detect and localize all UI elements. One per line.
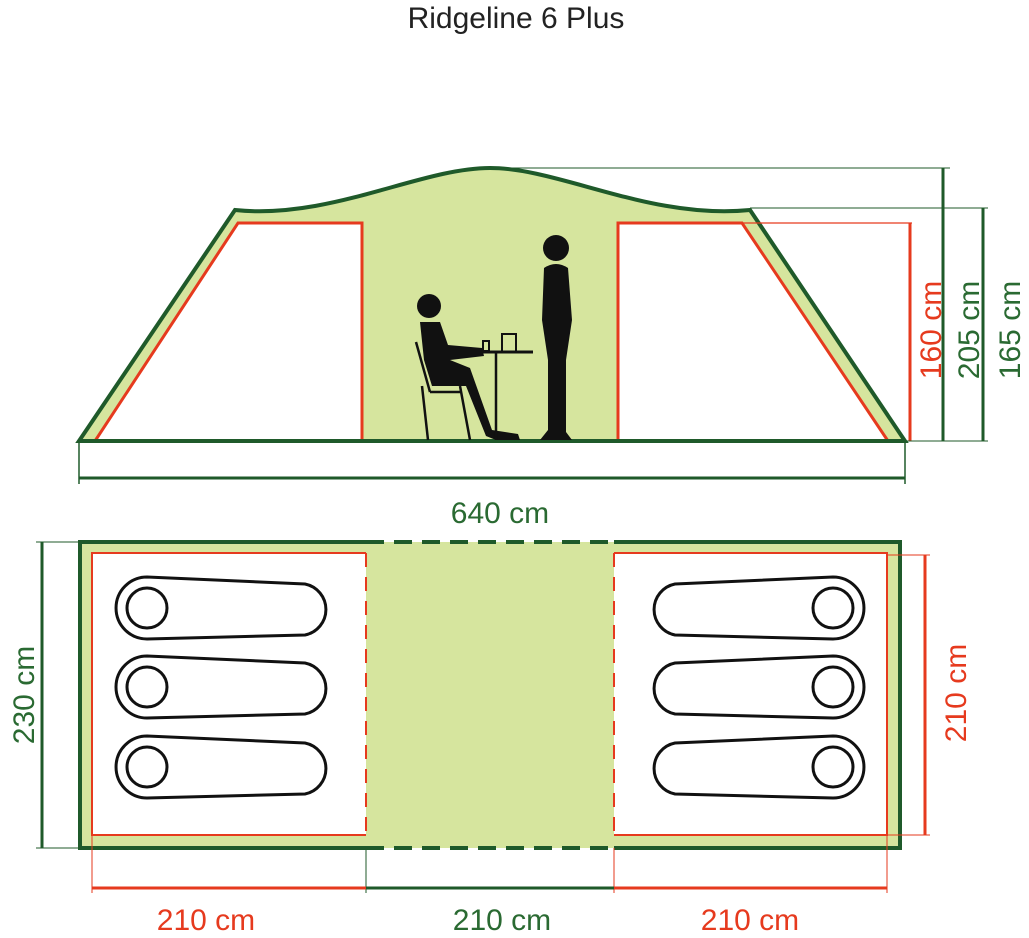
side-view: 640 cm 160 cm 205 cm 165 cm (75, 165, 1027, 530)
seated-person-icon (414, 294, 533, 441)
peak-height-label: 205 cm (953, 281, 986, 379)
sleeping-bags (114, 575, 866, 800)
right-bedroom-side (616, 221, 891, 443)
floor-plan: 230 cm 210 cm 210 cm 210 cm 210 cm (8, 540, 973, 937)
sleeping-bag-icon (114, 654, 328, 720)
width-label: 640 cm (451, 497, 549, 530)
sleeping-bag-icon (652, 575, 866, 641)
height-dimensions (490, 167, 988, 442)
sleeping-bag-icon (114, 734, 328, 800)
standing-person-icon (540, 235, 572, 440)
side-height-label: 165 cm (994, 281, 1027, 379)
left-room-width-label: 210 cm (157, 904, 255, 937)
width-dimension (78, 441, 906, 484)
right-room-width-label: 210 cm (701, 904, 799, 937)
depth-label: 230 cm (8, 646, 41, 744)
sleeping-bag-icon (114, 575, 328, 641)
inner-depth-label: 210 cm (940, 644, 973, 742)
diagram-title: Ridgeline 6 Plus (408, 2, 625, 35)
left-bedroom-side (92, 221, 364, 443)
sleeping-bag-icon (652, 734, 866, 800)
inner-height-label: 160 cm (915, 281, 948, 379)
sleeping-bag-icon (652, 654, 866, 720)
center-width-label: 210 cm (453, 904, 551, 937)
